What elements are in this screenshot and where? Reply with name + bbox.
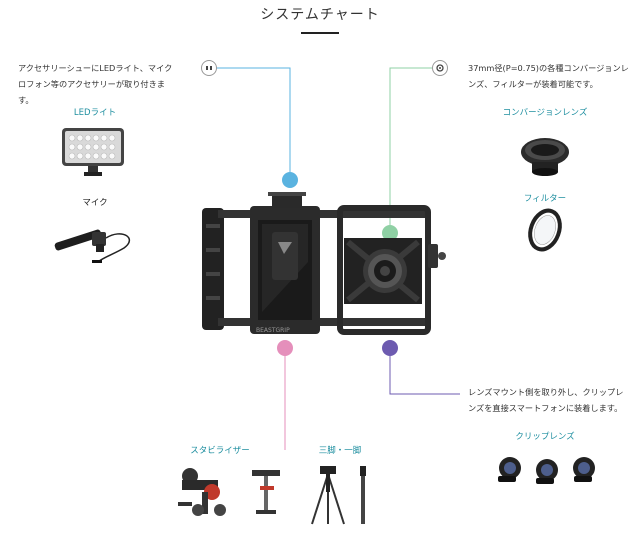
label-clip-lens: クリップレンズ	[515, 432, 575, 442]
label-conversion-lens: コンバージョンレンズ	[502, 108, 588, 118]
right-note: 37mm径(P=0.75)の各種コンバージョンレンズ、フィルターが装着可能です。	[468, 63, 629, 89]
label-stabilizer: スタビライザー	[190, 446, 250, 456]
lens-mount-icon	[432, 60, 448, 76]
conversion-lens-image	[518, 134, 572, 178]
label-led-light: LEDライト	[73, 108, 117, 118]
marker-dot-blue	[282, 172, 298, 188]
label-tripod-monopod: 三脚・一脚	[318, 446, 362, 456]
left-note: アクセサリーシューにLEDライト、マイクロフォン等のアクセサリーが取り付きます。	[18, 63, 173, 105]
led-light-image	[60, 126, 126, 178]
label-filter: フィルター	[523, 194, 567, 204]
bottom-note: レンズマウント側を取り外し、クリップレンズを直接スマートフォンに装着します。	[468, 387, 624, 413]
filter-image	[524, 206, 566, 254]
tripod-monopod-image	[306, 464, 376, 526]
page-title: システムチャート	[260, 7, 380, 23]
stabilizer-image	[172, 462, 292, 520]
clip-lens-image	[496, 454, 608, 488]
title-underline	[301, 32, 339, 34]
accessory-shoe-icon	[201, 60, 217, 76]
smartphone-rig-image: BEASTGRIP	[198, 192, 448, 342]
marker-dot-purple	[382, 340, 398, 356]
label-microphone: マイク	[82, 198, 108, 208]
marker-dot-green	[382, 225, 398, 241]
microphone-image	[52, 218, 144, 268]
marker-dot-pink	[277, 340, 293, 356]
rig-brand-text: BEASTGRIP	[256, 327, 290, 334]
